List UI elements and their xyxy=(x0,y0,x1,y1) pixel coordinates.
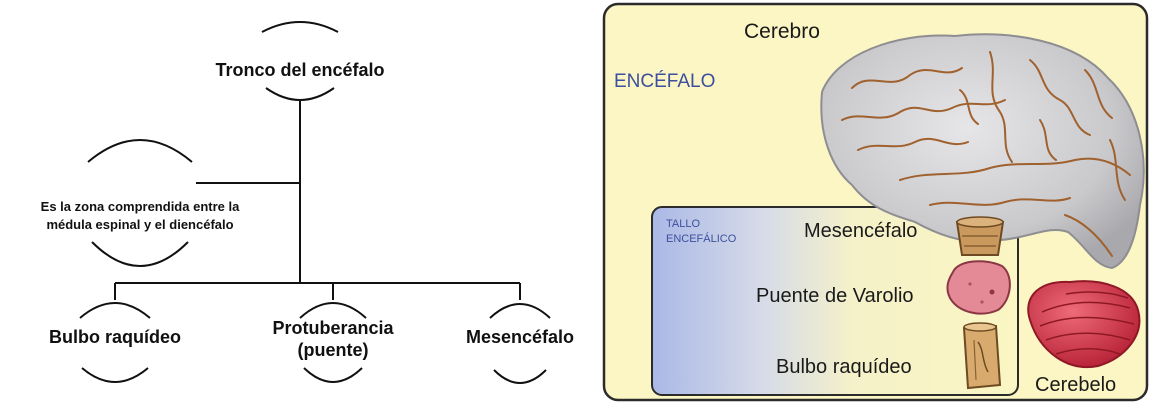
midbrain-illustration xyxy=(955,216,1005,256)
medulla-illustration xyxy=(962,322,1002,390)
mesencefalo-arc-bottom xyxy=(493,369,547,384)
pons-illustration xyxy=(946,260,1011,315)
label-puente-de-varolio: Puente de Varolio xyxy=(756,285,914,307)
protuberancia-arc-top xyxy=(299,302,367,319)
child-label-puente: (puente) xyxy=(297,340,369,360)
definition-line-2: médula espinal y el diencéfalo xyxy=(46,217,234,232)
label-tallo-2: ENCEFÁLICO xyxy=(666,233,737,245)
cerebrum-illustration xyxy=(820,33,1145,270)
bulbo-arc-top xyxy=(79,302,151,319)
brain-illustration xyxy=(602,2,1149,402)
label-bulbo-raquideo: Bulbo raquídeo xyxy=(776,356,912,378)
label-cerebelo: Cerebelo xyxy=(1035,374,1117,396)
protuberancia-arc-bottom xyxy=(303,367,363,383)
root-arc-bottom xyxy=(265,87,335,101)
child-label-mesencefalo: Mesencéfalo xyxy=(465,327,575,347)
definition-arc-bottom xyxy=(91,241,189,267)
definition-arc-top xyxy=(87,139,193,163)
tallo-box xyxy=(651,206,1019,396)
mesencefalo-arc-top xyxy=(489,303,551,319)
label-encefalo: ENCÉFALO xyxy=(614,71,716,92)
label-mesencefalo: Mesencéfalo xyxy=(804,220,918,242)
child-label-bulbo: Bulbo raquídeo xyxy=(49,327,181,347)
definition-line-1: Es la zona comprendida entre la xyxy=(40,199,240,214)
root-arc-top xyxy=(261,21,339,33)
cerebellum-illustration xyxy=(1027,280,1141,369)
bulbo-arc-bottom xyxy=(81,367,149,383)
label-tallo-1: TALLO xyxy=(666,218,701,230)
concept-map xyxy=(79,21,551,384)
label-cerebro: Cerebro xyxy=(744,20,820,43)
child-label-protuberancia: Protuberancia xyxy=(272,318,394,338)
root-node-label: Tronco del encéfalo xyxy=(215,60,385,80)
